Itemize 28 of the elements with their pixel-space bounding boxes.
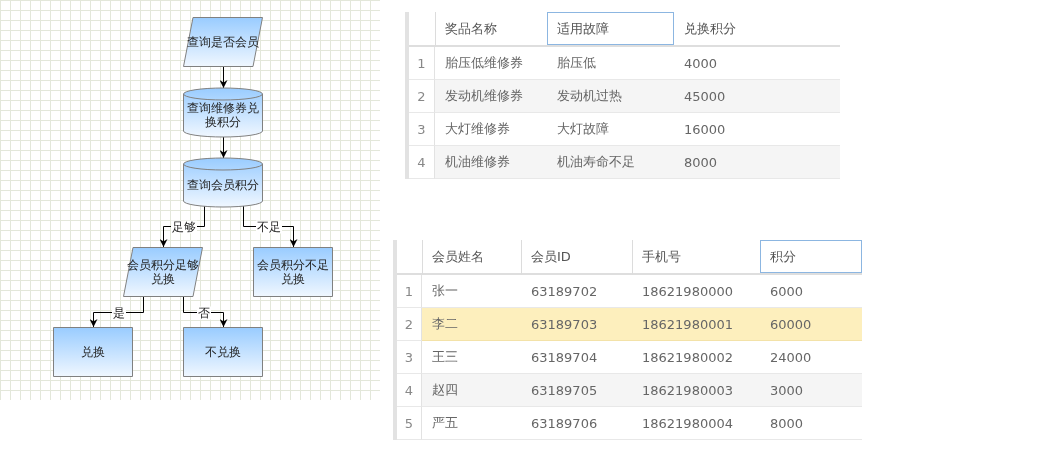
table-cell: 63189705	[521, 374, 632, 407]
data-parallelogram: 会员积分足够兑换	[123, 247, 203, 297]
edge-label: 不足	[255, 220, 282, 233]
highlighted-cell: 李二	[422, 308, 521, 341]
edge-label: 足够	[171, 220, 197, 233]
edge-label: 是	[111, 306, 126, 319]
process-box: 不兑换	[183, 327, 263, 377]
arrow	[219, 66, 228, 89]
database-cylinder: 查询维修券兑换积分	[183, 88, 263, 137]
table-cell: 45000	[674, 80, 840, 113]
table-cell: 发动机过热	[547, 80, 674, 113]
highlighted-cell: 18621980001	[632, 308, 760, 341]
data-parallelogram: 查询是否会员	[183, 17, 263, 67]
table-cell: 18621980003	[632, 374, 760, 407]
table-cell: 8000	[674, 146, 840, 179]
table-cell: 发动机维修券	[435, 80, 547, 113]
table-cell: 赵四	[422, 374, 521, 407]
table-cell: 机油维修券	[435, 146, 547, 179]
process-box: 兑换	[53, 327, 133, 377]
edge-label: 否	[196, 306, 211, 319]
database-cylinder: 查询会员积分	[183, 158, 263, 207]
arrow	[89, 296, 144, 328]
process-box: 会员积分不足兑换	[253, 247, 333, 297]
arrow	[219, 136, 228, 159]
highlighted-cell: 60000	[760, 308, 862, 341]
table-cell: 3000	[760, 374, 862, 407]
table-cell: 机油寿命不足	[547, 146, 674, 179]
highlighted-cell: 63189703	[521, 308, 632, 341]
